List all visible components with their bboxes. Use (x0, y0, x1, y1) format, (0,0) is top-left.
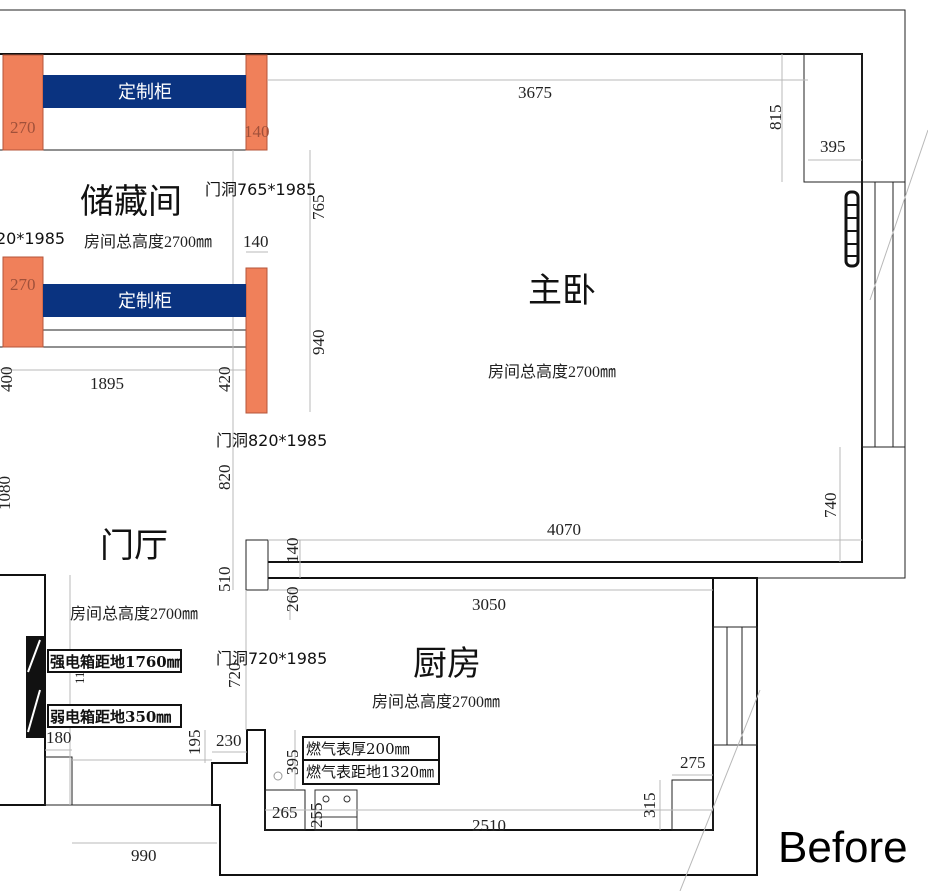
dim-label: 3675 (518, 83, 552, 102)
door-size-label: 门洞720*1985 (216, 649, 327, 668)
room-height-note: 房间总高度2700㎜ (70, 605, 198, 623)
wall-segment (2, 256, 44, 348)
dim-label: 255 (307, 803, 326, 829)
radiator-icon (844, 190, 860, 268)
room-name-kitchen: 厨房 (413, 644, 481, 684)
cabinet-label: 定制柜 (118, 291, 172, 312)
dim-label: 270 (10, 118, 36, 137)
dim-label: 140 (244, 122, 270, 141)
dim-label: 140 (243, 232, 269, 251)
dim-label: 2510 (472, 816, 506, 835)
dim-label: 260 (283, 587, 302, 613)
room-height-note: 房间总高度2700㎜ (372, 693, 500, 711)
dim-label: 820 (215, 465, 234, 491)
outer-walls (0, 9, 928, 891)
strong-box-note (47, 649, 182, 673)
dim-label: 740 (821, 493, 840, 519)
strong-box-label: 强电箱距地1760㎜ (50, 653, 182, 671)
dim-label: 815 (766, 105, 785, 131)
cabinet-label: 定制柜 (118, 82, 172, 103)
dim-label: 1895 (90, 374, 124, 393)
dimension-labels: 3675 815 395 765 140 940 400 1895 420 82… (0, 83, 846, 865)
door-size-label: 门洞765*1985 (205, 180, 316, 199)
dim-label: 140 (283, 538, 302, 564)
dim-label: 510 (215, 567, 234, 593)
dim-label: 265 (272, 803, 298, 822)
before-caption: Before (778, 823, 908, 872)
weak-box-note (47, 704, 182, 728)
room-name-master-bedroom: 主卧 (528, 271, 596, 311)
weak-box-label: 弱电箱距地350㎜ (50, 708, 171, 726)
gas-thickness-label: 燃气表厚200㎜ (306, 740, 410, 758)
custom-cabinet-bottom (43, 284, 246, 317)
dim-label: 4070 (547, 520, 581, 539)
room-name-storage: 储藏间 (80, 182, 182, 222)
dim-label: 1080 (0, 476, 14, 510)
door-size-label: 门洞820*1985 (216, 431, 327, 450)
dim-label: 990 (131, 846, 157, 865)
dim-label: 395 (283, 750, 302, 776)
dim-label: 3050 (472, 595, 506, 614)
dim-label: 230 (216, 731, 242, 750)
door-size-label: 20*1985 (0, 229, 65, 248)
dim-label: 180 (46, 728, 72, 747)
dim-label: 195 (185, 730, 204, 756)
wall-segment (245, 267, 268, 414)
dim-label: 11 (72, 671, 87, 684)
dimension-lines (0, 54, 862, 844)
dim-label: 275 (680, 753, 706, 772)
dim-label: 940 (309, 330, 328, 356)
room-name-foyer: 门厅 (100, 526, 168, 566)
dim-label: 395 (820, 137, 846, 156)
dim-label: 270 (10, 275, 36, 294)
room-height-note: 房间总高度2700㎜ (84, 233, 212, 251)
custom-cabinet-top (43, 75, 246, 108)
dim-label: 720 (225, 663, 244, 689)
room-height-note: 房间总高度2700㎜ (488, 363, 616, 381)
gas-height-label: 燃气表距地1320㎜ (306, 763, 434, 781)
dim-label: 420 (215, 367, 234, 393)
dim-label: 765 (309, 195, 328, 221)
dim-label: 400 (0, 367, 16, 393)
dim-label: 315 (640, 793, 659, 819)
